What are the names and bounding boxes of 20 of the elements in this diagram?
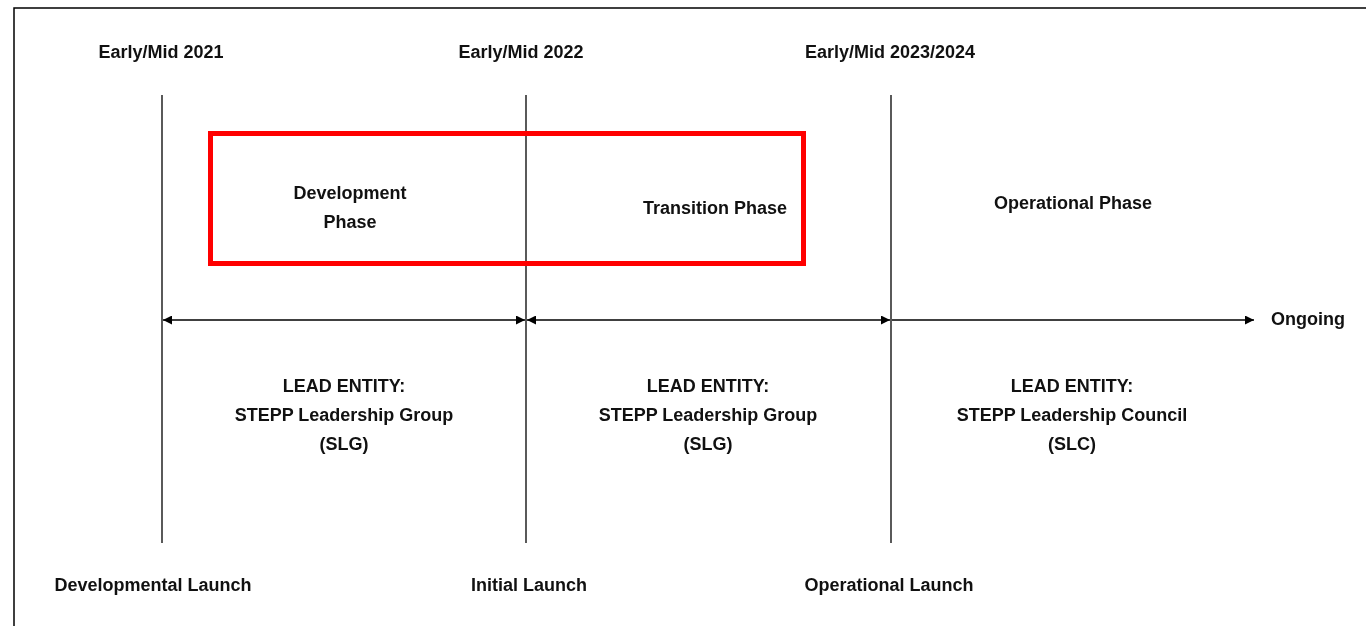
- date-label: Early/Mid 2023/2024: [804, 42, 976, 64]
- entity-heading: LEAD ENTITY:: [282, 376, 406, 398]
- launch-label: Operational Launch: [804, 575, 974, 597]
- entity-name: STEPP Leadership Council: [956, 405, 1188, 427]
- ongoing-label: Ongoing: [1271, 309, 1345, 331]
- entity-name: STEPP Leadership Group: [234, 405, 454, 427]
- date-label: Early/Mid 2021: [98, 42, 224, 64]
- date-label: Early/Mid 2022: [458, 42, 584, 64]
- launch-label: Initial Launch: [471, 575, 587, 597]
- phase-label: Transition Phase: [641, 196, 788, 220]
- phase-box: [208, 131, 806, 266]
- launch-label: Developmental Launch: [54, 575, 252, 597]
- entity-heading: LEAD ENTITY:: [1010, 376, 1134, 398]
- phase-label: Operational Phase: [992, 191, 1154, 215]
- entity-name: STEPP Leadership Group: [598, 405, 818, 427]
- entity-abbreviation: (SLC): [1048, 434, 1096, 456]
- phase-label: Development Phase: [292, 182, 408, 234]
- entity-abbreviation: (SLG): [319, 434, 369, 456]
- entity-abbreviation: (SLG): [683, 434, 733, 456]
- entity-heading: LEAD ENTITY:: [646, 376, 770, 398]
